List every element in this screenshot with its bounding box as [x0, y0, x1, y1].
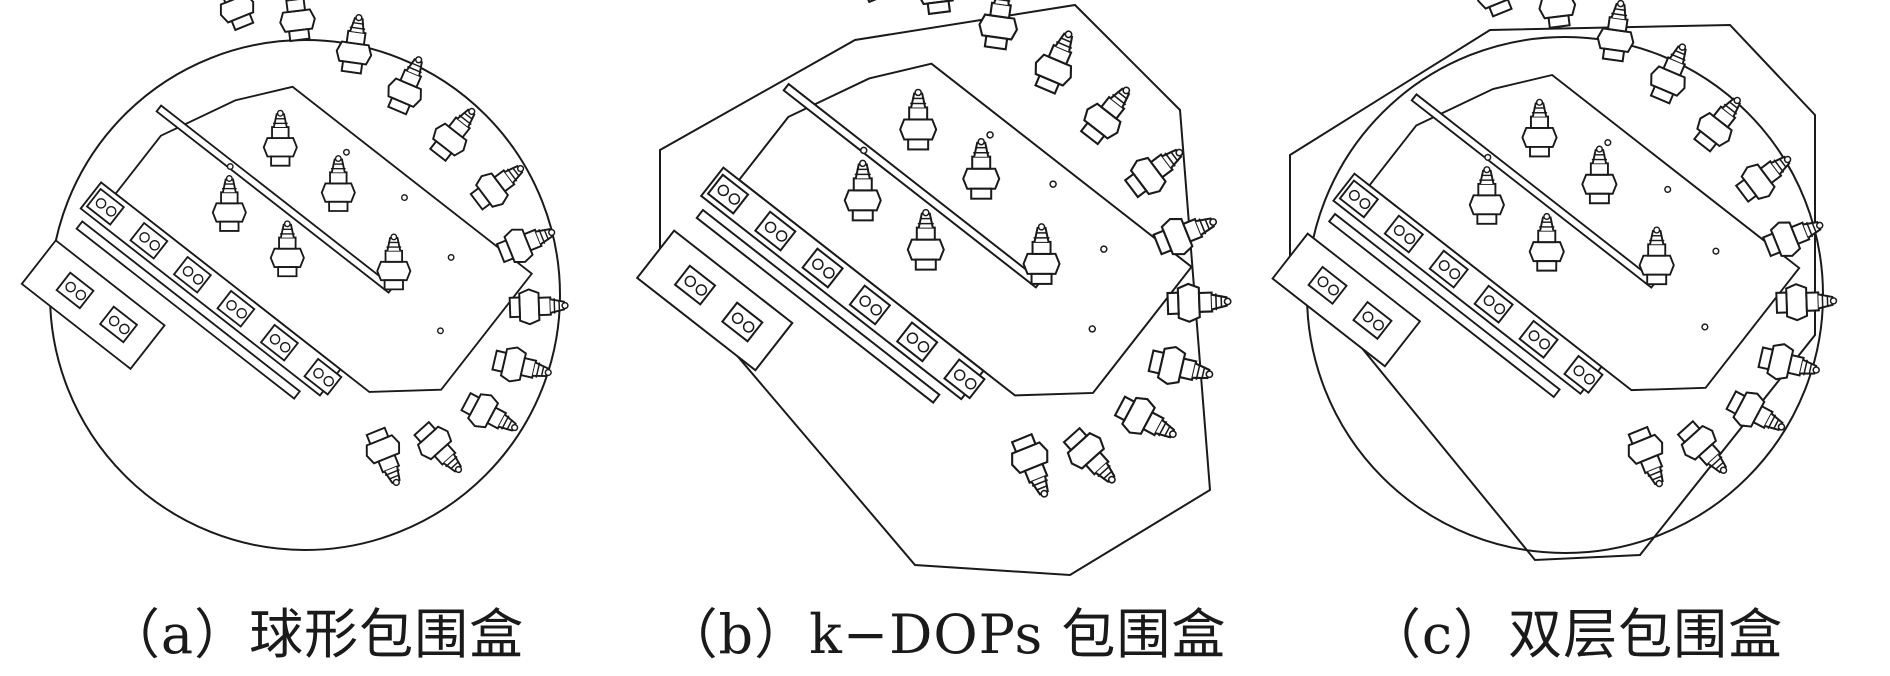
panel-sphere-bounding-box: （a）球形包围盒: [0, 0, 630, 676]
bracket-part: [1518, 319, 1559, 359]
nozzle-part: [335, 14, 373, 75]
machine-part-drawing: [1271, 0, 1838, 488]
bracket-part: [1338, 179, 1380, 219]
nozzle-part: [843, 159, 882, 222]
nozzle-part: [1528, 212, 1565, 272]
bracket-part: [172, 255, 213, 294]
bracket-part: [1563, 354, 1604, 395]
panel-kdop-bounding-box: （b）k−DOPs 包围盒: [630, 0, 1260, 676]
nozzle-part: [1062, 426, 1116, 484]
nozzle-part: [211, 175, 247, 232]
nozzle-part: [1638, 226, 1675, 286]
nozzle-part: [1152, 217, 1218, 256]
nozzle-part: [1757, 343, 1820, 381]
nozzle-part: [1521, 98, 1558, 158]
machine-part-drawing: [635, 0, 1232, 498]
nozzle-part: [1468, 166, 1505, 225]
inner-kdop-polygon: [1289, 23, 1816, 562]
nozzle-part: [1775, 283, 1838, 322]
nozzle-part: [269, 220, 305, 278]
nozzle-part: [1147, 345, 1214, 386]
nozzle-part: [491, 346, 552, 383]
bracket-part: [943, 358, 986, 400]
bracket-part: [1307, 265, 1348, 305]
bracket-part: [129, 221, 169, 260]
double-layer-bounding-figure: [1271, 0, 1838, 562]
bracket-part: [1352, 300, 1393, 341]
bracket-part: [801, 247, 845, 289]
nozzle-part: [916, 0, 957, 16]
nozzle-part: [1676, 419, 1728, 474]
bracket-part: [673, 264, 717, 306]
nozzle-part: [1166, 282, 1232, 323]
nozzle-part: [1692, 96, 1741, 153]
bracket-part: [848, 284, 892, 326]
nozzle-part: [1010, 432, 1049, 498]
bracket-part: [55, 271, 95, 310]
nozzle-part: [1596, 0, 1635, 63]
panel-double-layer-bounding-box: （c）双层包围盒: [1260, 0, 1890, 676]
bracket-part: [1428, 249, 1470, 289]
sphere-bounding-figure: [20, 0, 569, 551]
nozzle-part: [495, 228, 556, 264]
nozzle-part: [978, 0, 1019, 51]
bracket-part: [216, 289, 256, 328]
nozzle-part: [1123, 148, 1184, 199]
bracket-part: [98, 305, 139, 344]
nozzle-part: [1734, 155, 1792, 204]
nozzle-part: [906, 208, 945, 271]
end-block: [1271, 232, 1422, 368]
nozzle-part: [460, 391, 519, 432]
kdop-polygon-outline: [659, 3, 1212, 577]
nozzle-part: [508, 288, 569, 326]
bracket-part: [720, 301, 764, 343]
bracket-part: [706, 173, 750, 215]
bracket-part: [85, 187, 126, 226]
nozzle-part: [279, 0, 316, 43]
nozzle-part: [1022, 223, 1061, 285]
nozzle-part: [376, 233, 412, 291]
nozzle-part: [219, 0, 255, 32]
nozzle-part: [1113, 395, 1177, 439]
nozzle-part: [469, 164, 525, 211]
bracket-part: [895, 321, 939, 363]
nozzle-part: [365, 426, 401, 487]
nozzle-part: [899, 88, 938, 151]
bracket-part: [259, 323, 300, 362]
nozzle-part: [1649, 43, 1687, 105]
nozzle-part: [962, 137, 1001, 200]
end-block: [20, 239, 166, 371]
nozzle-part: [262, 109, 298, 167]
nozzle-part: [1725, 390, 1786, 432]
nozzle-part: [413, 420, 463, 474]
bracket-part: [753, 210, 797, 252]
nozzle-part: [1538, 0, 1577, 29]
bracket-part: [1383, 214, 1425, 254]
nozzle-part: [320, 155, 356, 212]
caption-b: （b）k−DOPs 包围盒: [663, 603, 1227, 666]
caption-c: （c）双层包围盒: [1366, 603, 1784, 666]
nozzle-part: [1034, 30, 1074, 95]
end-block: [635, 229, 794, 372]
nozzle-part: [428, 107, 476, 163]
caption-a: （a）球形包围盒: [105, 603, 525, 666]
nozzle-part: [386, 56, 423, 116]
nozzle-part: [1477, 0, 1513, 18]
bracket-part: [1473, 284, 1514, 324]
kdop-bounding-figure: [635, 0, 1232, 577]
machine-part-drawing: [20, 0, 569, 487]
nozzle-part: [1581, 145, 1618, 205]
nozzle-part: [863, 0, 891, 4]
nozzle-part: [1627, 425, 1664, 488]
nozzle-part: [1079, 86, 1131, 146]
nozzle-part: [1761, 220, 1824, 258]
bracket-part: [303, 357, 343, 396]
